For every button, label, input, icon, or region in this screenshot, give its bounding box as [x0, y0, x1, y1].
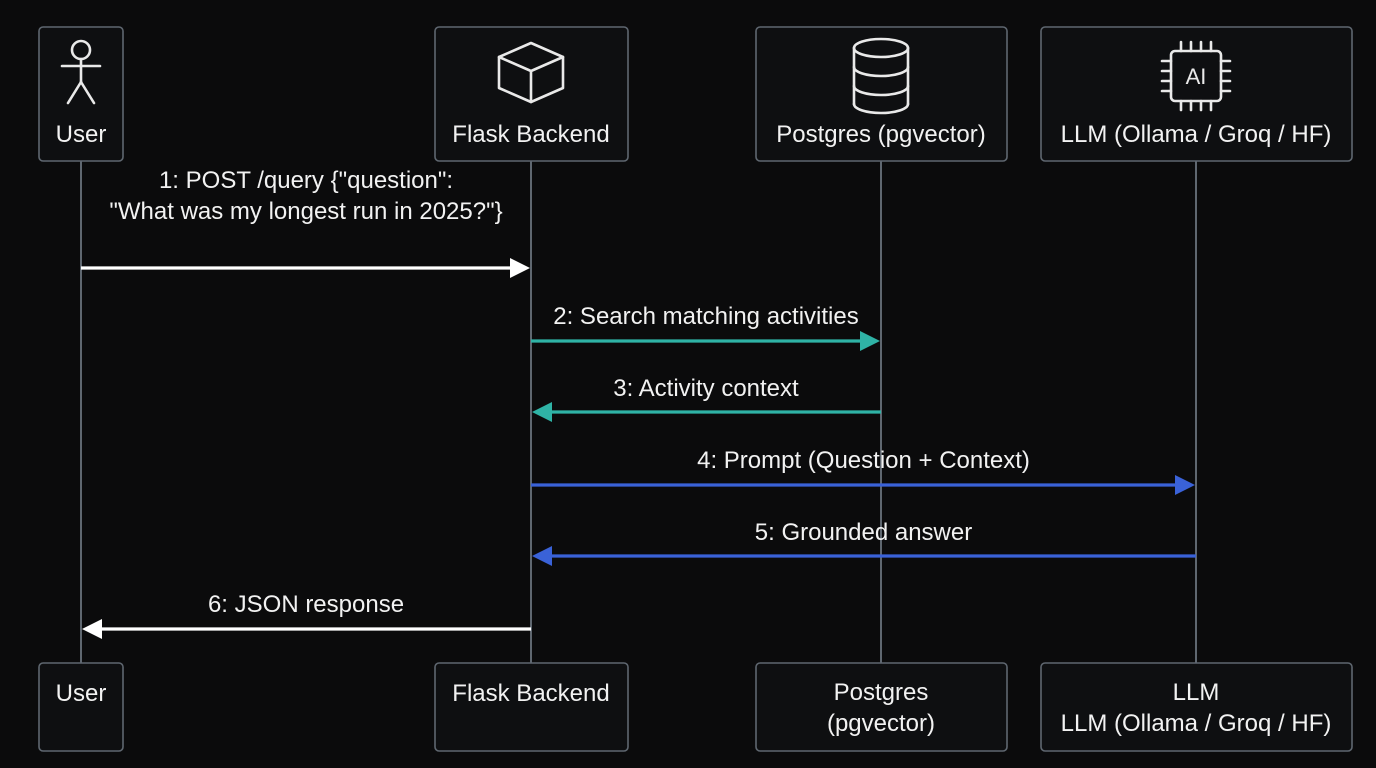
participant-label: Postgres (pgvector) [776, 121, 985, 148]
participant-llm-top: AI LLM (Ollama / Groq / HF) [1040, 26, 1353, 162]
ai-chip-icon [1160, 40, 1232, 112]
message-3: 3: Activity context [532, 375, 881, 422]
arrowhead-icon [532, 546, 552, 566]
participant-bottom-label: User [56, 680, 107, 707]
participant-box [1040, 26, 1353, 162]
participant-bottom-label: LLM (Ollama / Groq / HF) [1061, 710, 1332, 737]
participant-postgres-top: Postgres (pgvector) [755, 26, 1008, 162]
top-participant-boxes: User Flask Backend Postgres (pgvector) AI LL… [38, 26, 1353, 162]
message-5: 5: Grounded answer [532, 519, 1196, 566]
participant-bottom-label: LLM [1173, 679, 1220, 706]
message-label: "What was my longest run in 2025?"} [109, 198, 502, 225]
participant-box [434, 662, 629, 752]
arrowhead-icon [1175, 475, 1195, 495]
message-label: 6: JSON response [208, 591, 404, 618]
message-6: 6: JSON response [82, 591, 531, 639]
cube-icon [497, 41, 565, 104]
participant-postgres-bottom: Postgres (pgvector) [755, 662, 1008, 752]
message-label: 4: Prompt (Question + Context) [697, 447, 1030, 474]
stick-figure-icon [60, 39, 102, 105]
participant-bottom-label: Postgres [834, 679, 929, 706]
message-label: 3: Activity context [613, 375, 799, 402]
participant-box [755, 662, 1008, 752]
ai-chip-text: AI [1186, 64, 1207, 89]
participant-label: LLM (Ollama / Groq / HF) [1061, 121, 1332, 148]
message-2: 2: Search matching activities [531, 303, 880, 351]
participant-bottom-label: Flask Backend [452, 680, 609, 707]
arrowhead-icon [82, 619, 102, 639]
message-label: 5: Grounded answer [755, 519, 972, 546]
messages: 1: POST /query {"question": "What was my … [81, 167, 1196, 639]
message-label: 2: Search matching activities [553, 303, 858, 330]
participant-llm-bottom: LLM LLM (Ollama / Groq / HF) [1040, 662, 1353, 752]
arrowhead-icon [860, 331, 880, 351]
arrowhead-icon [532, 402, 552, 422]
participant-flask-top: Flask Backend [434, 26, 629, 162]
message-4: 4: Prompt (Question + Context) [531, 447, 1195, 495]
participant-label: User [56, 121, 107, 148]
database-icon [852, 37, 910, 115]
participant-user-bottom: User [38, 662, 124, 752]
participant-label: Flask Backend [452, 121, 609, 148]
participant-box [1040, 662, 1353, 752]
message-label: 1: POST /query {"question": [159, 167, 453, 194]
participant-flask-bottom: Flask Backend [434, 662, 629, 752]
participant-box [38, 26, 124, 162]
participant-user-top: User [38, 26, 124, 162]
message-1: 1: POST /query {"question": "What was my … [81, 167, 530, 278]
participant-box [38, 662, 124, 752]
arrowhead-icon [510, 258, 530, 278]
participant-bottom-label: (pgvector) [827, 710, 935, 737]
